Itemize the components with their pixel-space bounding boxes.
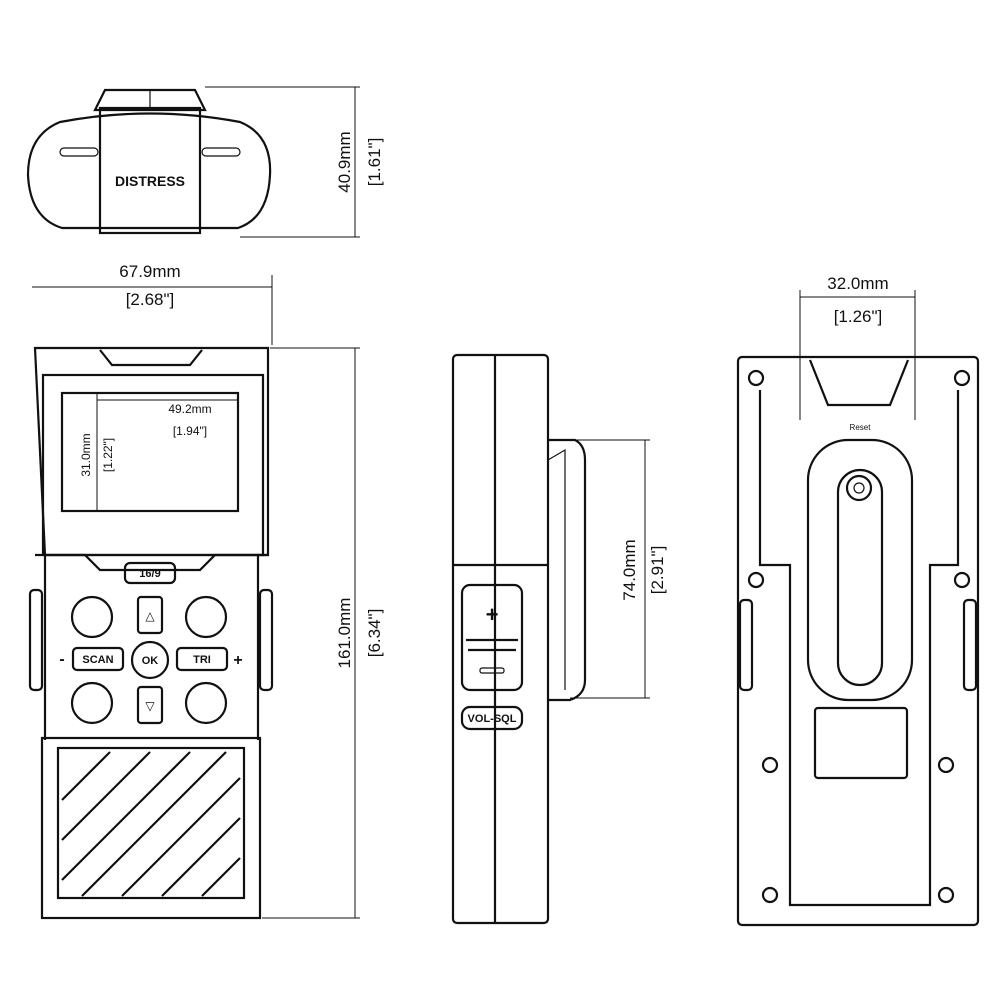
front-height-mm: 161.0mm	[335, 598, 354, 669]
front-width-mm: 67.9mm	[119, 262, 180, 281]
back-view: 32.0mm [1.26"] Reset	[736, 274, 980, 927]
scan-button-label: SCAN	[82, 654, 113, 666]
button-16-9: 16/9	[139, 568, 160, 580]
screen-width-in: [1.94"]	[173, 424, 207, 438]
clip-width-mm: 32.0mm	[827, 274, 888, 293]
ok-button-label: OK	[142, 655, 159, 667]
distress-label: DISTRESS	[115, 173, 185, 189]
top-view: DISTRESS 40.9mm [1.61"]	[26, 86, 384, 238]
vol-sql-label: VOL-SQL	[468, 713, 517, 725]
clip-width-in: [1.26"]	[834, 307, 883, 326]
clip-height-mm: 74.0mm	[620, 539, 639, 600]
clip-height-in: [2.91"]	[648, 546, 667, 595]
tri-button-label: TRI	[193, 654, 211, 666]
reset-label: Reset	[850, 423, 872, 432]
front-height-in: [6.34"]	[365, 609, 384, 658]
screw-holes	[747, 369, 971, 904]
top-height-in: [1.61"]	[365, 138, 384, 187]
speaker-grille	[61, 751, 241, 897]
screen-height-mm: 31.0mm	[79, 433, 93, 476]
side-view: + VOL-SQL 74.0mm [2.91"]	[451, 353, 667, 925]
screen-height-in: [1.22"]	[101, 438, 115, 472]
volume-up-icon: +	[486, 602, 499, 627]
up-arrow-icon: △	[145, 609, 155, 623]
down-arrow-icon: ▽	[145, 699, 155, 713]
minus-label: -	[59, 651, 64, 668]
plus-label: +	[233, 652, 242, 669]
screen-width-mm: 49.2mm	[168, 402, 211, 416]
front-width-in: [2.68"]	[126, 290, 175, 309]
front-view: 67.9mm [2.68"] 49.2mm [1.94"] 31.0mm [1.…	[28, 262, 384, 920]
top-height-mm: 40.9mm	[335, 131, 354, 192]
